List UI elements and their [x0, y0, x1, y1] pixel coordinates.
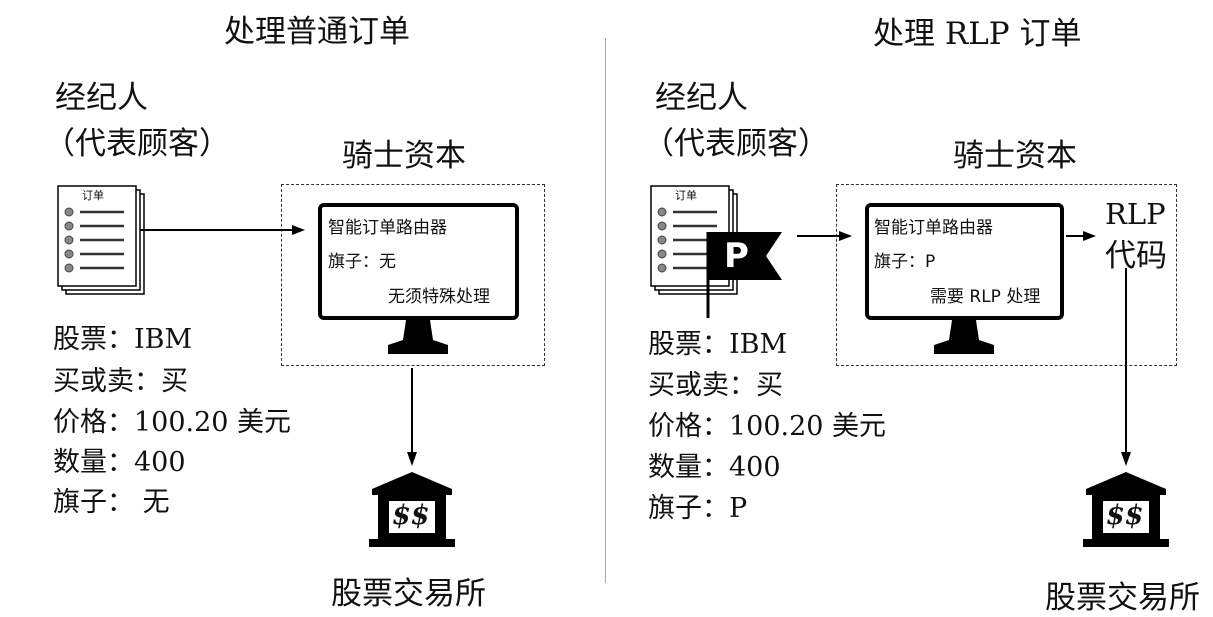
right-rlp-label: RLP: [1105, 197, 1166, 231]
left-broker-label: 经纪人: [55, 80, 148, 116]
left-router-name: 智能订单路由器: [328, 218, 447, 238]
left-bank-symbol: $$: [392, 500, 430, 531]
left-company-label: 骑士资本: [342, 138, 466, 174]
right-title: 处理 RLP 订单: [873, 16, 1082, 52]
right-router-note: 需要 RLP 处理: [930, 287, 1041, 307]
right-doc-label: 订单: [675, 189, 697, 202]
left-field-side: 买或卖：买: [53, 366, 188, 397]
left-field-quantity: 数量：400: [53, 447, 186, 478]
left-order-fields: 股票：IBM 买或卖：买 价格：100.20 美元 数量：400 旗子： 无: [53, 323, 291, 526]
left-broker-sublabel: （代表顾客）: [44, 126, 230, 162]
right-broker-sublabel: （代表顾客）: [643, 126, 829, 162]
right-broker-label: 经纪人: [655, 80, 748, 116]
right-field-flag: 旗子：P: [648, 493, 748, 524]
right-exchange-label: 股票交易所: [1045, 580, 1200, 616]
right-router-flag: 旗子：P: [874, 252, 936, 272]
right-company-box: [836, 184, 1177, 366]
right-field-stock: 股票：IBM: [648, 329, 788, 360]
left-router-flag: 旗子：无: [328, 252, 396, 272]
left-router-note: 无须特殊处理: [388, 287, 490, 307]
left-exchange-label: 股票交易所: [331, 576, 486, 612]
left-title: 处理普通订单: [224, 14, 410, 50]
right-field-price: 价格：100.20 美元: [648, 411, 887, 442]
right-company-label: 骑士资本: [953, 138, 1077, 174]
panel-divider: [605, 38, 606, 583]
right-rlp-code-label: 代码: [1105, 238, 1167, 274]
right-order-fields: 股票：IBM 买或卖：买 价格：100.20 美元 数量：400 旗子：P: [648, 328, 886, 533]
right-router-name: 智能订单路由器: [874, 218, 993, 238]
left-field-price: 价格：100.20 美元: [53, 407, 292, 438]
left-company-box: [281, 184, 545, 366]
left-doc-label: 订单: [82, 189, 104, 202]
left-field-stock: 股票：IBM: [53, 324, 193, 355]
right-field-side: 买或卖：买: [648, 370, 783, 401]
right-bank-symbol: $$: [1106, 500, 1144, 531]
right-field-quantity: 数量：400: [648, 452, 781, 483]
left-field-flag: 旗子： 无: [53, 487, 170, 518]
right-flag-letter: P: [724, 236, 749, 276]
